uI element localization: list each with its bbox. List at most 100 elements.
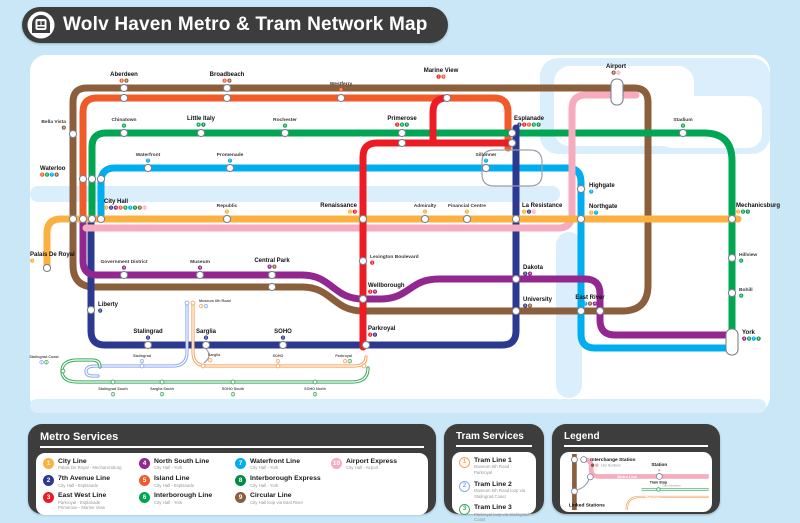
station-label: Waterfront [136, 152, 161, 158]
line-number-dot [399, 122, 405, 127]
legend-linked-label: Linked Stations [569, 502, 605, 508]
line-number-text: 1 [349, 210, 351, 214]
line-number-text: 7 [229, 159, 231, 163]
line-name: Tram Line 3 [474, 504, 512, 512]
line-number-dot [104, 205, 109, 210]
line-number-dot [527, 303, 533, 308]
line-number-text: 3 [349, 359, 351, 363]
line-number-text: 6 [123, 124, 125, 128]
legend-tram-line-orange [625, 495, 709, 511]
legend-tram-numbers-label: Tram Numbers [662, 484, 681, 488]
line-number-dot [123, 205, 128, 210]
line-number-text: 1 [226, 210, 228, 214]
linked-stations-path [481, 149, 543, 187]
line-number-dot [49, 172, 54, 177]
legend-header: Legend [564, 431, 708, 447]
legend-station-dot [658, 469, 661, 472]
line-name: Circular Line [250, 492, 292, 500]
line-number-text: 5 [443, 75, 445, 79]
line-number-dot [121, 265, 127, 270]
line-number-text: 7 [590, 190, 592, 194]
legend-interchange-marker [570, 456, 578, 464]
line-number-dot [199, 304, 204, 309]
line-number-text: 1 [590, 211, 592, 215]
line-number-badge: 10 [331, 458, 342, 469]
station-label: York [742, 330, 756, 336]
line-number-dot [368, 289, 373, 294]
line-number-text: 7 [595, 211, 597, 215]
station-label: Chinatown [112, 117, 137, 123]
line-number-dot [224, 209, 230, 214]
line-number-text: 1 [466, 210, 468, 214]
line-number-dot [128, 205, 133, 210]
page-title: Wolv Haven Metro & Tram Network Map [63, 14, 428, 35]
legend-line-numbers-label: Line Numbers [601, 464, 621, 468]
line-number-dot [527, 271, 533, 276]
line-number-text: 4 [374, 290, 376, 294]
line-number-text: 2 [528, 210, 530, 214]
line-number-text: 9 [274, 265, 276, 269]
line-number-dot [108, 205, 114, 210]
station-marker [119, 93, 129, 103]
line-number-text: 6 [125, 206, 127, 210]
line-number-dot [30, 258, 35, 263]
line-number-dot [352, 209, 357, 214]
tram-stop-label: Stalingrad [133, 354, 152, 358]
line-number-dot [593, 210, 599, 215]
water-shape [30, 399, 766, 413]
line-number-dot [526, 122, 532, 127]
line-number-text: 1 [105, 206, 107, 210]
line-number-dot [680, 123, 686, 128]
line-number-text: 2 [99, 309, 101, 313]
station-label: Admiralty [414, 203, 437, 209]
station-marker [481, 163, 491, 173]
line-number-dot [526, 209, 532, 214]
legend-tram-line-label: Tram Line [645, 495, 661, 499]
line-number-text: 2 [282, 336, 284, 340]
line-number-dot [531, 209, 536, 214]
station-label: Liberty [98, 302, 119, 308]
line-number-dot [422, 209, 428, 214]
line-number-text: 3 [369, 290, 371, 294]
line-number-dot [44, 360, 49, 365]
line-number-dot [312, 392, 318, 397]
station-label: East River [575, 295, 605, 301]
line-number-dot [61, 125, 66, 130]
line-number-text: 8 [134, 206, 136, 210]
line-number-dot [441, 74, 446, 79]
interchange-marker [610, 78, 624, 106]
line-number-text: 2 [524, 272, 526, 276]
line-number-text: 7 [485, 159, 487, 163]
tram-stop-marker [110, 379, 116, 385]
line-name: Tram Line 2 [474, 480, 512, 488]
metro-services-header: Metro Services [40, 431, 424, 448]
title-bar: Wolv Haven Metro & Tram Network Map [22, 7, 448, 43]
line-number-dot [736, 209, 741, 214]
line-number-dot [227, 78, 232, 83]
line-number-text: 2 [110, 206, 112, 210]
station-marker [201, 340, 211, 350]
line-number-text: 2 [205, 336, 207, 340]
tram-line-1-core [192, 302, 367, 367]
line-name: North South Line [154, 458, 210, 465]
legend-body: Interchange Station Line Numbers Station… [560, 452, 712, 512]
line-name: East West Line [58, 492, 107, 500]
line-number-text: 6 [740, 294, 742, 298]
line-name: Interborough Express [250, 475, 321, 483]
line-number-dot [522, 122, 527, 127]
line-number-dot [372, 289, 378, 294]
station-label: Westferry [330, 81, 353, 87]
line-number-text: 3 [438, 75, 440, 79]
line-number-text: 4 [123, 266, 125, 270]
legend-tram-stop-marker [656, 487, 661, 492]
tram-stop-marker [275, 363, 281, 369]
line-number-text: 9 [589, 302, 591, 306]
line-number-dot [121, 123, 127, 128]
line-number-dot [201, 122, 206, 127]
line-number-dot [742, 336, 747, 341]
line-number-text: 9 [229, 79, 231, 83]
